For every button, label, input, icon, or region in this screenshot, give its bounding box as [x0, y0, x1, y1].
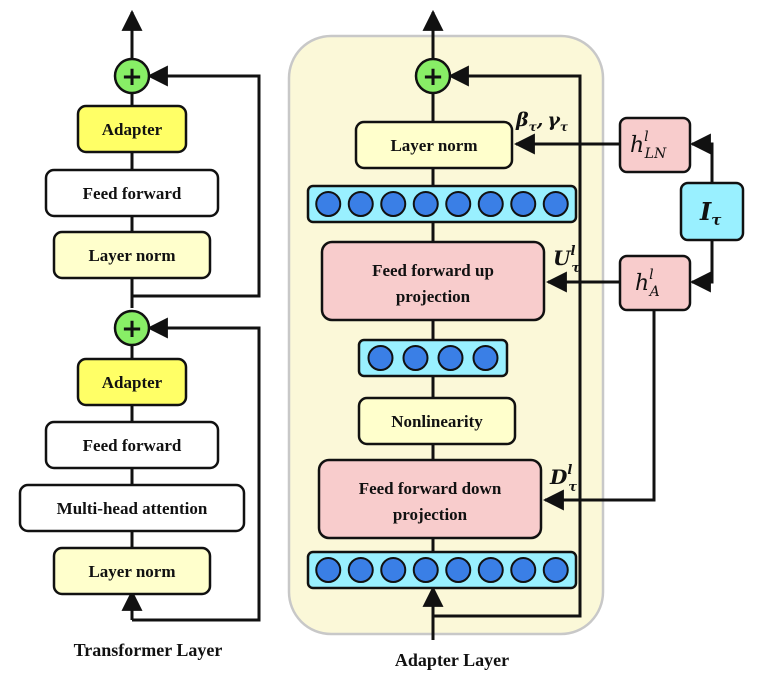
- neuron-node: [315, 191, 342, 217]
- transformer-layer: Adapter Feed forward Layer norm Adapter …: [18, 9, 261, 660]
- down-param-arrow: [542, 308, 656, 511]
- nonlinearity-label: Nonlinearity: [391, 412, 483, 431]
- transformer-layer-caption: Transformer Layer: [74, 640, 223, 660]
- lower-residual-arrow: [132, 317, 261, 622]
- multi-head-attention-label: Multi-head attention: [57, 499, 208, 518]
- bottleneck-units: [357, 338, 509, 378]
- multi-head-attention-box: Multi-head attention: [18, 483, 246, 533]
- nonlinearity-box: Nonlinearity: [357, 396, 517, 446]
- neuron-node: [402, 345, 429, 371]
- down-projection-box: Feed forward down projection: [317, 458, 543, 540]
- task-to-ha-arrow: [689, 240, 714, 293]
- neuron-node: [347, 557, 374, 583]
- adapter-layer-caption: Adapter Layer: [395, 650, 509, 670]
- neuron-node: [542, 557, 569, 583]
- neuron-node: [510, 557, 537, 583]
- lower-feed-forward-label: Feed forward: [83, 436, 182, 455]
- neuron-node: [367, 345, 394, 371]
- plus-icon: +: [422, 62, 444, 92]
- neuron-node: [437, 345, 464, 371]
- neuron-node: [380, 557, 407, 583]
- hidden-units-bottom: [306, 550, 578, 590]
- upper-residual-arrow: [132, 65, 261, 298]
- adapter-add-node: +: [414, 57, 452, 95]
- task-to-hln-arrow: [689, 133, 714, 183]
- neuron-node: [510, 191, 537, 217]
- plus-icon: +: [121, 62, 143, 92]
- upper-adapter-box: Adapter: [76, 104, 188, 154]
- up-projection-label-line2: projection: [396, 287, 471, 306]
- lower-add-node: +: [113, 309, 151, 347]
- hidden-units-top: [306, 184, 578, 224]
- task-embedding-box: Iτ: [679, 181, 745, 242]
- upper-layer-norm-box: Layer norm: [52, 230, 212, 280]
- neuron-node: [412, 557, 439, 583]
- lower-layer-norm-box: Layer norm: [52, 546, 212, 596]
- neuron-node: [445, 557, 472, 583]
- down-projection-label-line1: Feed forward down: [359, 479, 502, 498]
- upper-feed-forward-box: Feed forward: [44, 168, 220, 218]
- upper-add-node: +: [113, 57, 151, 95]
- neuron-node: [445, 191, 472, 217]
- beta-gamma-label: βτ,γτ: [515, 109, 569, 134]
- neuron-node: [412, 191, 439, 217]
- lower-feed-forward-box: Feed forward: [44, 420, 220, 470]
- upper-layer-norm-label: Layer norm: [88, 246, 175, 265]
- neuron-node: [542, 191, 569, 217]
- lower-adapter-box: Adapter: [76, 357, 188, 407]
- neuron-node: [477, 557, 504, 583]
- up-projection-label-line1: Feed forward up: [372, 261, 494, 280]
- up-projection-box: Feed forward up projection: [320, 240, 546, 322]
- neuron-node: [380, 191, 407, 217]
- upper-adapter-label: Adapter: [102, 120, 163, 139]
- adapter-layer-norm-box: Layer norm: [354, 120, 514, 170]
- lower-layer-norm-label: Layer norm: [88, 562, 175, 581]
- adapter-layer-norm-label: Layer norm: [390, 136, 477, 155]
- neuron-node: [347, 191, 374, 217]
- down-projection-label-line2: projection: [393, 505, 468, 524]
- adapter-layer: Layer norm Feed forward up projection No…: [287, 9, 605, 670]
- neuron-node: [477, 191, 504, 217]
- plus-icon: +: [121, 314, 143, 344]
- adapter-residual-arrow: [433, 65, 582, 618]
- upper-feed-forward-label: Feed forward: [83, 184, 182, 203]
- lower-adapter-label: Adapter: [102, 373, 163, 392]
- neuron-node: [315, 557, 342, 583]
- task-embedding-symbol: Iτ: [699, 197, 722, 229]
- neuron-node: [472, 345, 499, 371]
